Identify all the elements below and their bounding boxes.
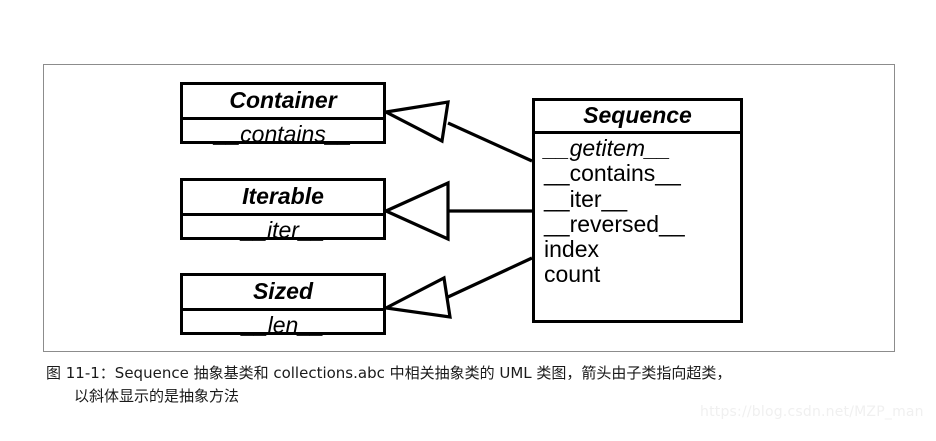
class-box-sequence[interactable]: Sequence __getitem__ __contains__ __iter… bbox=[532, 98, 743, 323]
class-box-container[interactable]: Container __contains__ bbox=[180, 82, 386, 146]
generalization-sequence-to-sized bbox=[380, 256, 533, 319]
class-name-container: Container bbox=[183, 85, 383, 120]
hollow-triangle-arrowhead bbox=[382, 180, 450, 242]
generalization-sequence-to-iterable bbox=[382, 180, 532, 242]
hollow-triangle-arrowhead bbox=[380, 275, 452, 319]
generalization-sequence-to-container bbox=[380, 100, 533, 163]
generalization-line bbox=[447, 121, 533, 163]
class-member: __iter__ bbox=[241, 217, 325, 243]
class-member: __iter__ bbox=[544, 185, 628, 212]
class-member: __contains__ bbox=[544, 160, 681, 187]
class-name-sized: Sized bbox=[183, 276, 383, 311]
class-member: index bbox=[544, 236, 599, 263]
class-members-iterable: __iter__ bbox=[183, 216, 383, 246]
class-member: __getitem__ bbox=[544, 135, 671, 161]
figure-caption: 图 11-1：Sequence 抽象基类和 collections.abc 中相… bbox=[46, 362, 896, 409]
figure-caption-line-1: 图 11-1：Sequence 抽象基类和 collections.abc 中相… bbox=[46, 364, 732, 382]
class-members-sized: __len__ bbox=[183, 311, 383, 341]
watermark-url: https://blog.csdn.net/MZP_man bbox=[700, 404, 924, 420]
class-member: __contains__ bbox=[214, 121, 352, 147]
generalization-connectors bbox=[380, 100, 533, 319]
class-name-sequence: Sequence bbox=[535, 101, 740, 134]
class-box-sized[interactable]: Sized __len__ bbox=[180, 273, 386, 337]
class-member: __reversed__ bbox=[544, 210, 685, 237]
class-members-sequence: __getitem__ __contains__ __iter__ __reve… bbox=[535, 134, 740, 290]
generalization-line bbox=[447, 256, 533, 299]
class-box-iterable[interactable]: Iterable __iter__ bbox=[180, 178, 386, 242]
class-member: count bbox=[544, 261, 601, 288]
figure-frame: Container __contains__ Iterable __iter__… bbox=[43, 64, 895, 352]
class-name-iterable: Iterable bbox=[183, 181, 383, 216]
figure-caption-line-2: 以斜体显示的是抽象方法 bbox=[74, 387, 240, 406]
hollow-triangle-arrowhead bbox=[380, 100, 450, 144]
class-member: __len__ bbox=[242, 312, 324, 338]
class-members-container: __contains__ bbox=[183, 120, 383, 150]
